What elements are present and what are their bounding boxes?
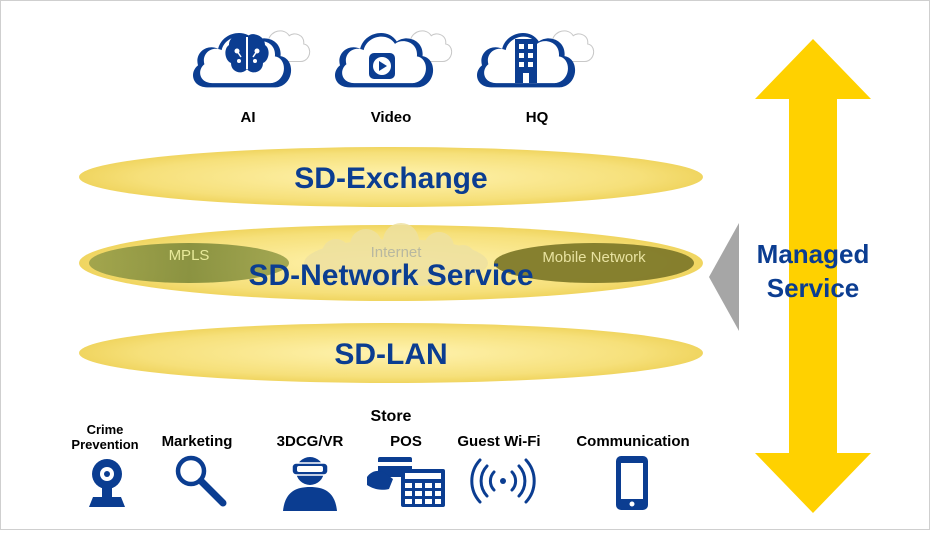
sd-lan-label: SD-LAN [334,338,447,371]
store-item-marketing: Marketing [162,433,233,507]
managed-label-line2: Service [767,273,860,303]
internet-label: Internet [371,244,423,261]
wifi-label: Guest Wi-Fi [457,433,540,450]
mobile-network-segment [494,243,694,283]
pos-terminal-icon [367,457,445,507]
internet-cloud-icon [304,223,488,287]
store-item-crime-prevention: Crime Prevention [71,422,139,507]
mpls-label: MPLS [169,247,210,264]
store-item-3dcg-vr: 3DCG/VR [277,433,344,511]
video-play-icon [369,53,395,79]
brain-icon [225,34,269,73]
magnifier-icon [175,455,227,507]
marketing-label: Marketing [162,433,233,450]
layer-sd-lan: SD-LAN [79,323,703,383]
cloud-ai-label: AI [241,109,256,126]
sd-exchange-label: SD-Exchange [294,162,487,195]
wifi-signal-icon [470,458,536,504]
store-item-communication: Communication [576,433,690,510]
smartphone-icon [616,456,648,510]
store-label: Store [371,408,412,425]
cloud-video: Video [335,30,453,126]
vr-label: 3DCG/VR [277,433,344,450]
cloud-hq-label: HQ [526,109,549,126]
cloud-video-label: Video [371,109,412,126]
cloud-hq: HQ [477,30,595,126]
pos-label: POS [390,433,422,450]
pointer-triangle [709,223,739,331]
communication-label: Communication [576,433,689,450]
building-icon [515,39,537,83]
vr-headset-user-icon [283,457,337,511]
layer-sd-exchange: SD-Exchange [79,147,703,207]
store-item-guest-wifi: Guest Wi-Fi [457,433,541,504]
sd-network-service-label: SD-Network Service [248,259,533,292]
layer-sd-network-service: MPLS Internet Mobile Network SD-Network … [79,223,703,301]
store-item-pos: POS [367,433,445,507]
cloud-ai: AI [193,30,311,126]
managed-label-line1: Managed [757,239,870,269]
mobile-network-label: Mobile Network [542,249,646,266]
security-camera-icon [89,459,125,507]
crime-label-line2: Prevention [71,437,138,452]
managed-service-arrow [755,39,871,513]
crime-label-line1: Crime [87,422,124,437]
mpls-segment [89,243,289,283]
